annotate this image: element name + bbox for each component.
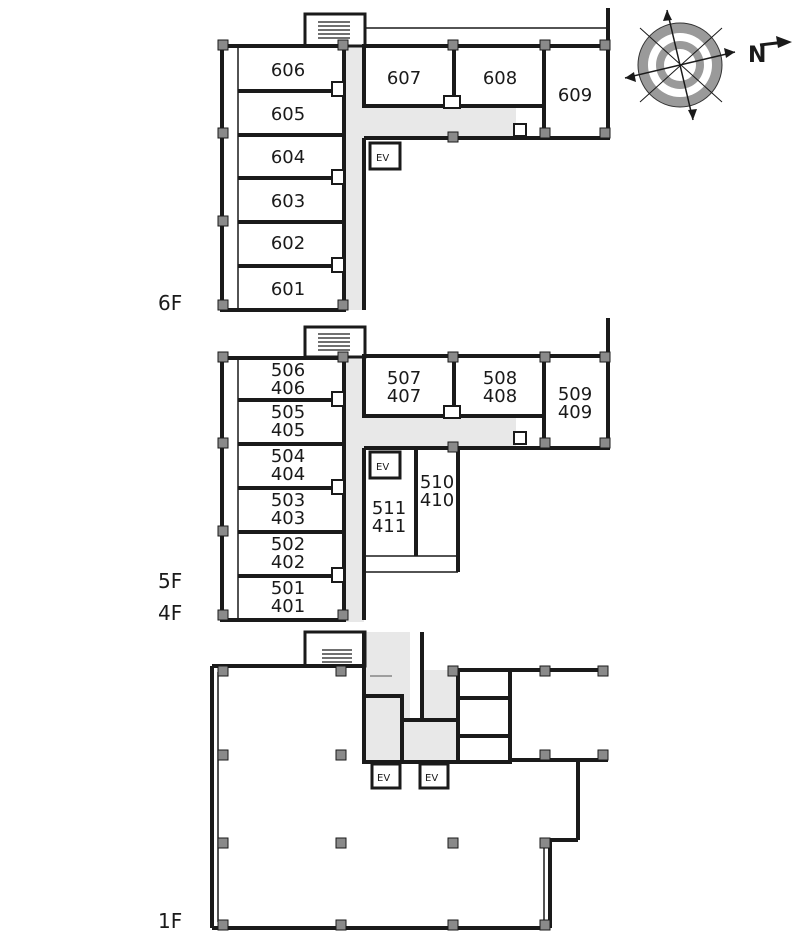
- room-510-label: 510: [420, 472, 454, 493]
- room-506-label: 506: [271, 360, 305, 381]
- elevator-label: EV: [377, 773, 390, 784]
- room-403-label: 403: [271, 508, 305, 529]
- floor-1f-plan: EV EV 1F: [158, 630, 609, 933]
- room-409-label: 409: [558, 402, 592, 423]
- floor-6f-plan: EV 606 605 604 603 602 601 607 608 609 6…: [158, 8, 611, 315]
- room-501-label: 501: [271, 578, 305, 599]
- room-503-label: 503: [271, 490, 305, 511]
- north-compass-icon: N: [624, 9, 792, 121]
- room-511-label: 511: [372, 498, 406, 519]
- room-508-label: 508: [483, 368, 517, 389]
- room-504-label: 504: [271, 446, 305, 467]
- stair-icon: [318, 21, 350, 39]
- room-608-label: 608: [483, 68, 517, 89]
- room-410-label: 410: [420, 490, 454, 511]
- room-411-label: 411: [372, 516, 406, 537]
- room-401-label: 401: [271, 596, 305, 617]
- room-407-label: 407: [387, 386, 421, 407]
- room-606-label: 606: [271, 60, 305, 81]
- elevator-label: EV: [376, 462, 389, 473]
- room-609-label: 609: [558, 85, 592, 106]
- room-406-label: 406: [271, 378, 305, 399]
- room-601-label: 601: [271, 279, 305, 300]
- floor-label-6f: 6F: [158, 291, 182, 315]
- room-404-label: 404: [271, 464, 305, 485]
- room-603-label: 603: [271, 191, 305, 212]
- room-402-label: 402: [271, 552, 305, 573]
- room-602-label: 602: [271, 233, 305, 254]
- room-604-label: 604: [271, 147, 305, 168]
- floor-label-5f: 5F: [158, 569, 182, 593]
- stair-icon: [322, 649, 352, 663]
- room-507-label: 507: [387, 368, 421, 389]
- floor-5f-4f-plan: EV 506 406 505 405 504 404 503 403 502 4…: [158, 318, 611, 625]
- room-502-label: 502: [271, 534, 305, 555]
- room-607-label: 607: [387, 68, 421, 89]
- room-605-label: 605: [271, 104, 305, 125]
- elevator-label: EV: [376, 153, 389, 164]
- room-509-label: 509: [558, 384, 592, 405]
- compass-north-label: N: [748, 43, 766, 68]
- stair-icon: [318, 333, 350, 351]
- room-405-label: 405: [271, 420, 305, 441]
- room-505-label: 505: [271, 402, 305, 423]
- elevator-label: EV: [425, 773, 438, 784]
- floor-label-4f: 4F: [158, 601, 182, 625]
- room-408-label: 408: [483, 386, 517, 407]
- floor-label-1f: 1F: [158, 909, 182, 933]
